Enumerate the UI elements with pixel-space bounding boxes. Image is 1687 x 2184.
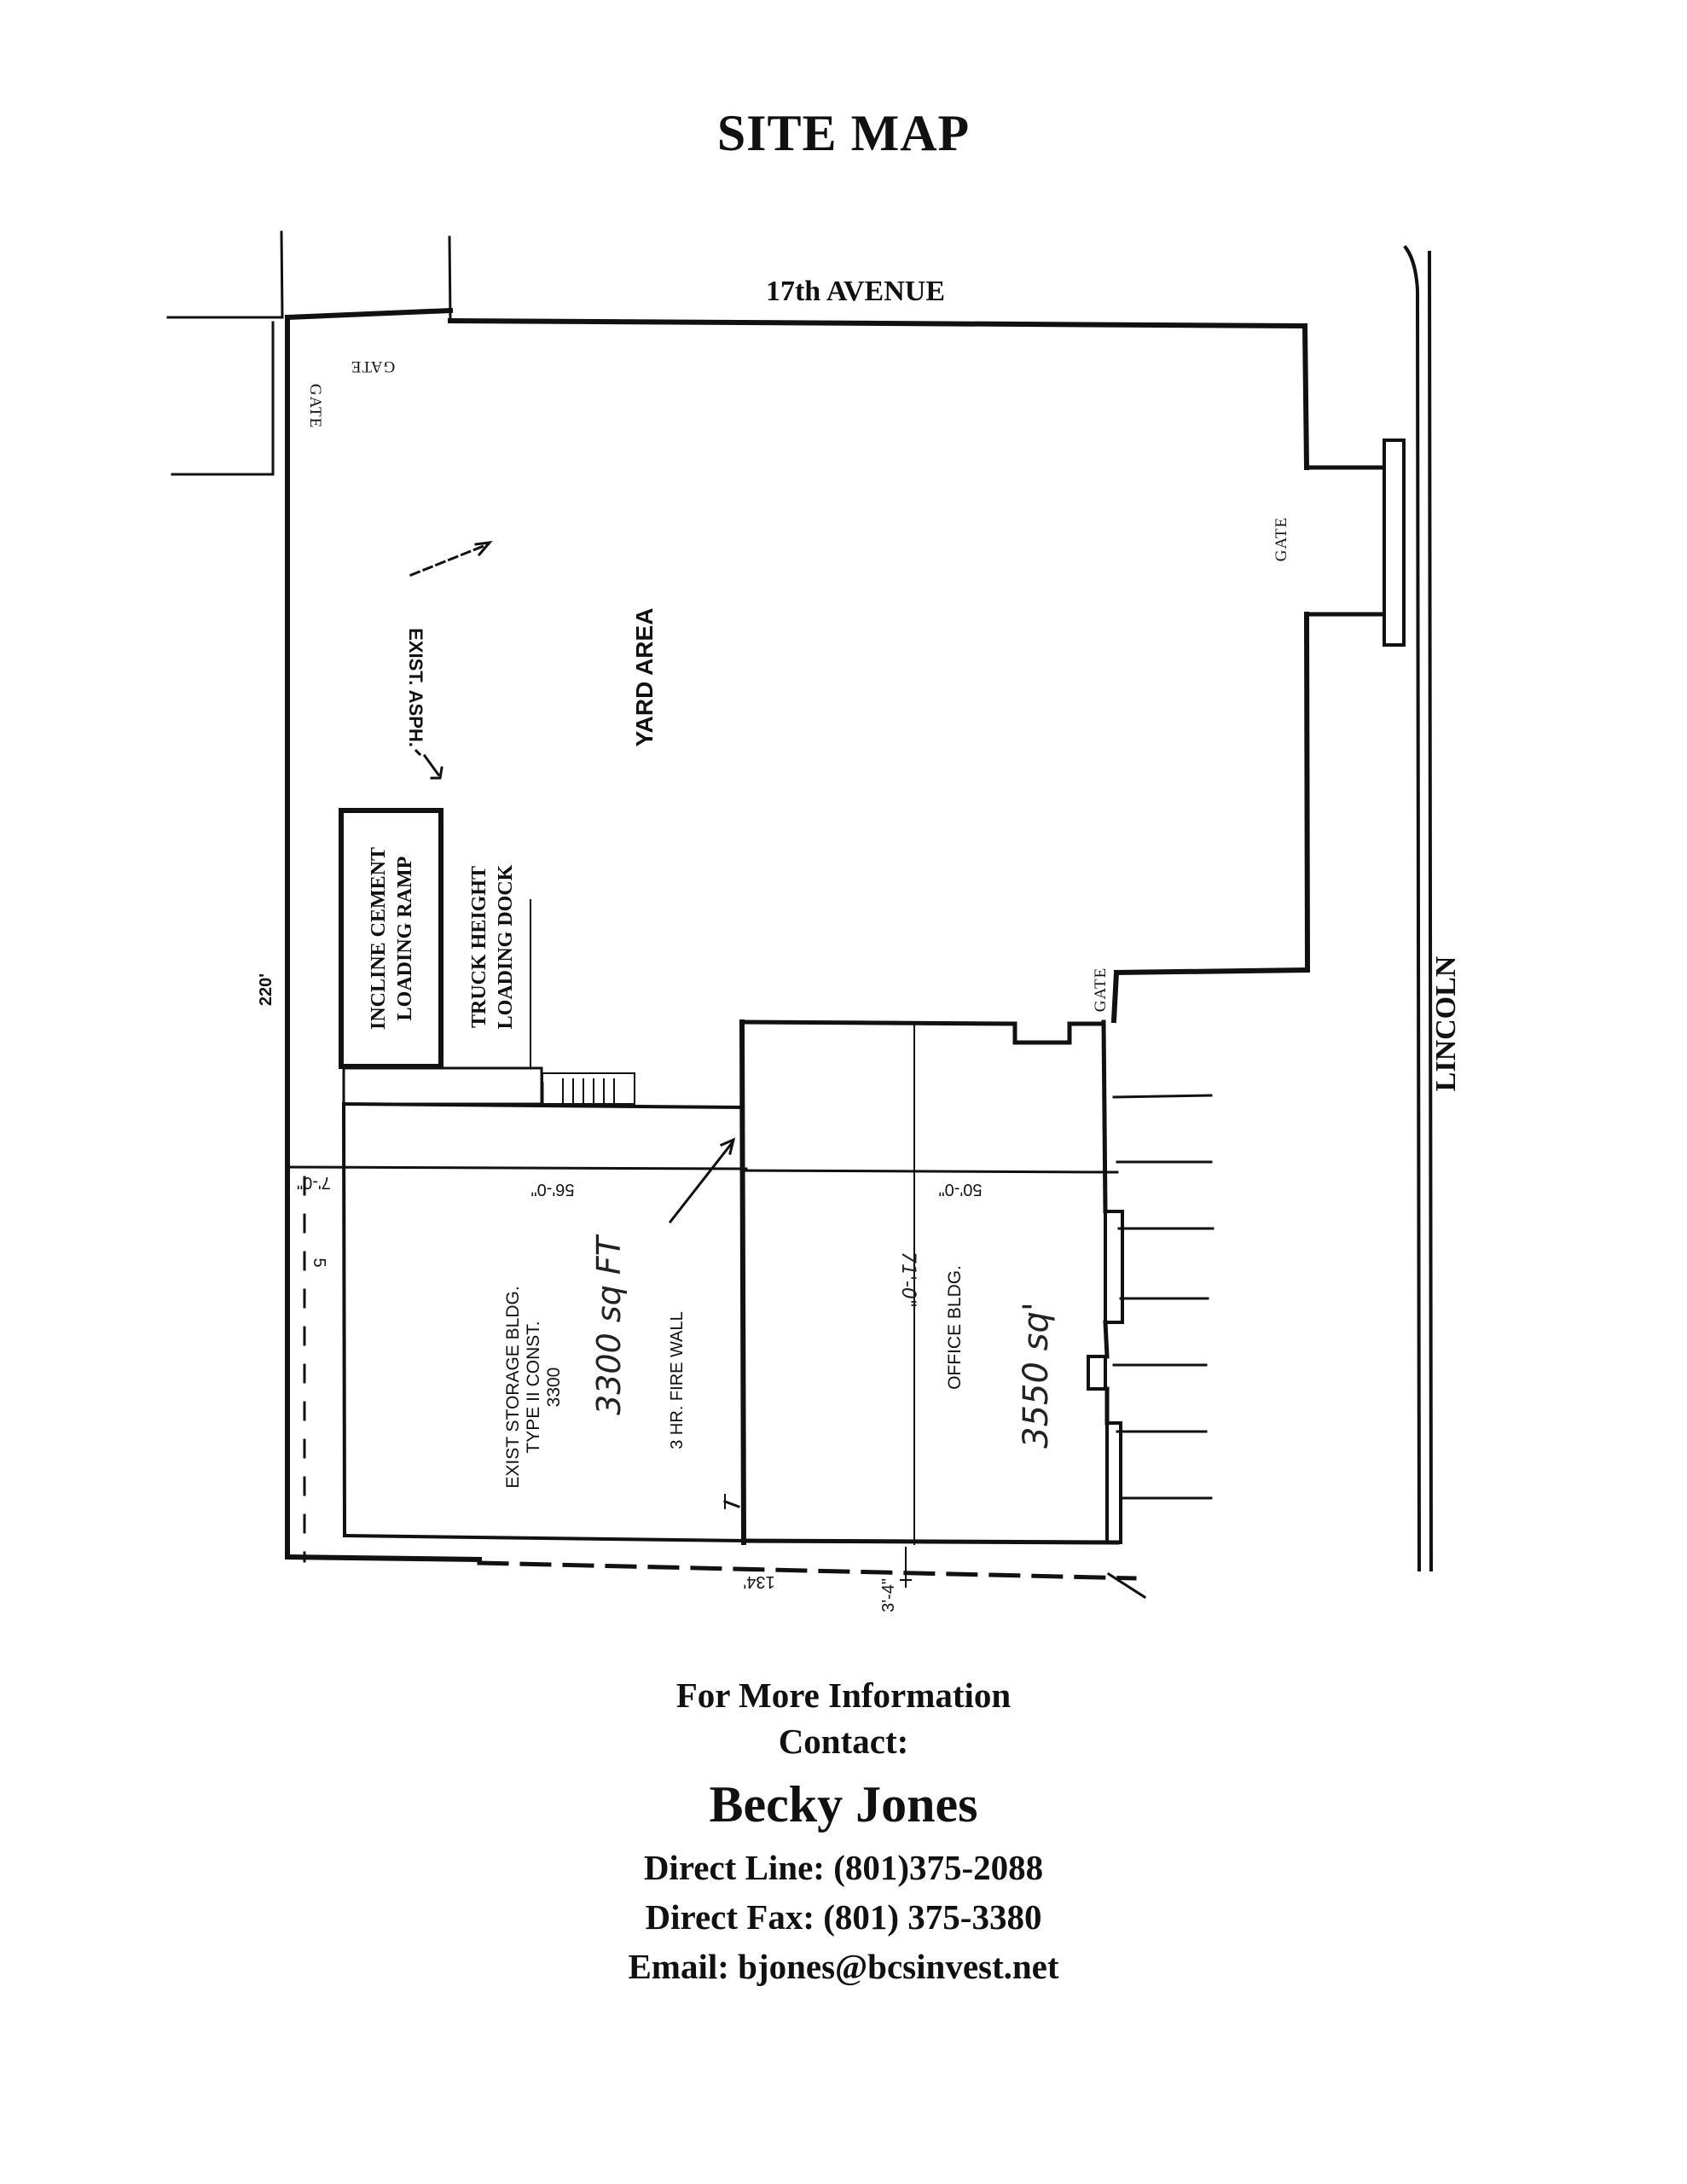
- street-label-17th-avenue: 17th AVENUE: [766, 276, 945, 307]
- gate-label-lower: GATE: [1092, 967, 1110, 1013]
- dim-office-depth: 71'-0": [897, 1252, 919, 1308]
- contact-name: Becky Jones: [709, 1776, 978, 1833]
- right-gate-driveway: [1304, 439, 1406, 647]
- property-boundary: [284, 307, 1311, 1563]
- loading-dock-strip: [342, 899, 635, 1106]
- contact-email-row: Email: bjones@bcsinvest.net: [0, 1942, 1687, 1991]
- gate-label-right: GATE: [1272, 517, 1290, 562]
- office-building-label: OFFICE BLDG.: [945, 1265, 965, 1390]
- email-label: Email:: [628, 1947, 729, 1986]
- dim-bottom-offset: 3'-4": [879, 1578, 898, 1612]
- contact-block: For More Information Contact: Becky Jone…: [0, 1672, 1687, 1991]
- email-address[interactable]: bjones@bcsinvest.net: [738, 1947, 1059, 1986]
- dim-storage-width: 56'-0": [531, 1180, 575, 1199]
- yard-area-label: YARD AREA: [631, 608, 658, 747]
- fax-label: Direct Fax:: [645, 1897, 815, 1937]
- dim-lot-width: 134': [743, 1572, 774, 1591]
- ramp-label-line1: INCLINE CEMENT: [368, 847, 390, 1030]
- adjacent-lot-lines: [166, 230, 452, 476]
- ramp-label-line2: LOADING RAMP: [394, 857, 416, 1021]
- dock-label-line2: LOADING DOCK: [495, 864, 517, 1029]
- contact-fax-row: Direct Fax: (801) 375-3380: [0, 1892, 1687, 1942]
- front-dashed-line: [477, 1560, 1137, 1581]
- phone-label: Direct Line:: [643, 1848, 825, 1887]
- dock-label-line1: TRUCK HEIGHT: [468, 866, 490, 1028]
- storage-label-line2: TYPE II CONST.: [524, 1321, 543, 1453]
- exist-asphalt-label: EXIST. ASPH.: [405, 628, 426, 747]
- office-area-handwritten: 3550 sq': [1017, 1302, 1056, 1449]
- contact-heading-line1: For More Information: [675, 1676, 1012, 1715]
- street-label-lincoln: LINCOLN: [1430, 956, 1462, 1091]
- page-title: SITE MAP: [716, 105, 971, 161]
- gate-label-top-left: GATE: [351, 357, 396, 375]
- dim-left-gap: 5: [310, 1258, 328, 1267]
- parking-stripes: [1112, 1094, 1215, 1500]
- fire-wall-label: 3 HR. FIRE WALL: [668, 1311, 687, 1449]
- contact-phone-row: Direct Line: (801)375-2088: [0, 1843, 1687, 1892]
- dim-lot-depth: 220': [257, 973, 275, 1006]
- office-building: [739, 1019, 1124, 1545]
- lincoln-street-lines: [1403, 245, 1434, 1572]
- contact-heading-line2: Contact:: [778, 1722, 909, 1761]
- storage-building: [286, 1101, 748, 1543]
- storage-label-line3: 3300: [544, 1368, 564, 1408]
- dim-office-width: 50'-0": [939, 1180, 983, 1199]
- phone-number[interactable]: (801)375-2088: [833, 1848, 1044, 1887]
- incline-cement-loading-ramp: [339, 808, 443, 1069]
- dim-left-offset: 7'-0": [297, 1173, 331, 1192]
- fire-wall: [739, 1019, 747, 1546]
- storage-area-handwritten: 3300 sq FT: [590, 1234, 628, 1415]
- fax-number: (801) 375-3380: [823, 1897, 1042, 1937]
- storage-label-line1: EXIST STORAGE BLDG.: [503, 1286, 523, 1488]
- gate-label-left: GATE: [306, 384, 324, 429]
